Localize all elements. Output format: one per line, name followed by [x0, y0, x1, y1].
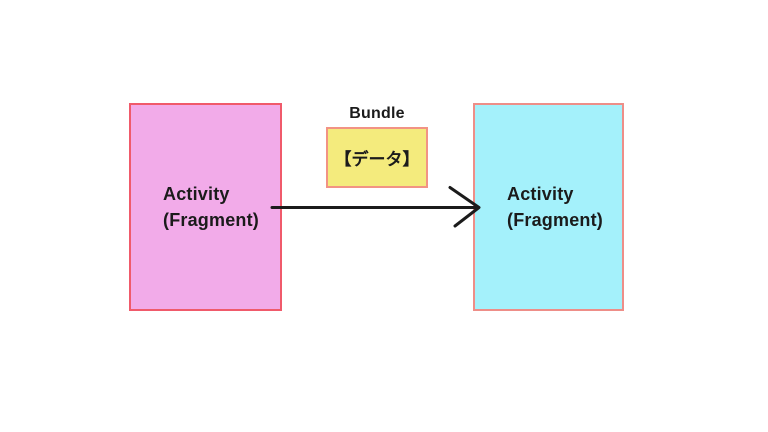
source-activity-label-line1: Activity: [163, 184, 230, 204]
source-activity-label-line2: (Fragment): [163, 210, 259, 230]
target-activity-label-line1: Activity: [507, 184, 574, 204]
bundle-label: Bundle: [349, 105, 405, 122]
source-activity-label: Activity (Fragment): [131, 181, 259, 233]
bundle-data-box: 【データ】: [326, 127, 428, 188]
source-activity-box: Activity (Fragment): [129, 103, 282, 311]
target-activity-label: Activity (Fragment): [475, 181, 603, 233]
target-activity-box: Activity (Fragment): [473, 103, 624, 311]
target-activity-label-line2: (Fragment): [507, 210, 603, 230]
bundle-data-text: 【データ】: [334, 150, 420, 169]
